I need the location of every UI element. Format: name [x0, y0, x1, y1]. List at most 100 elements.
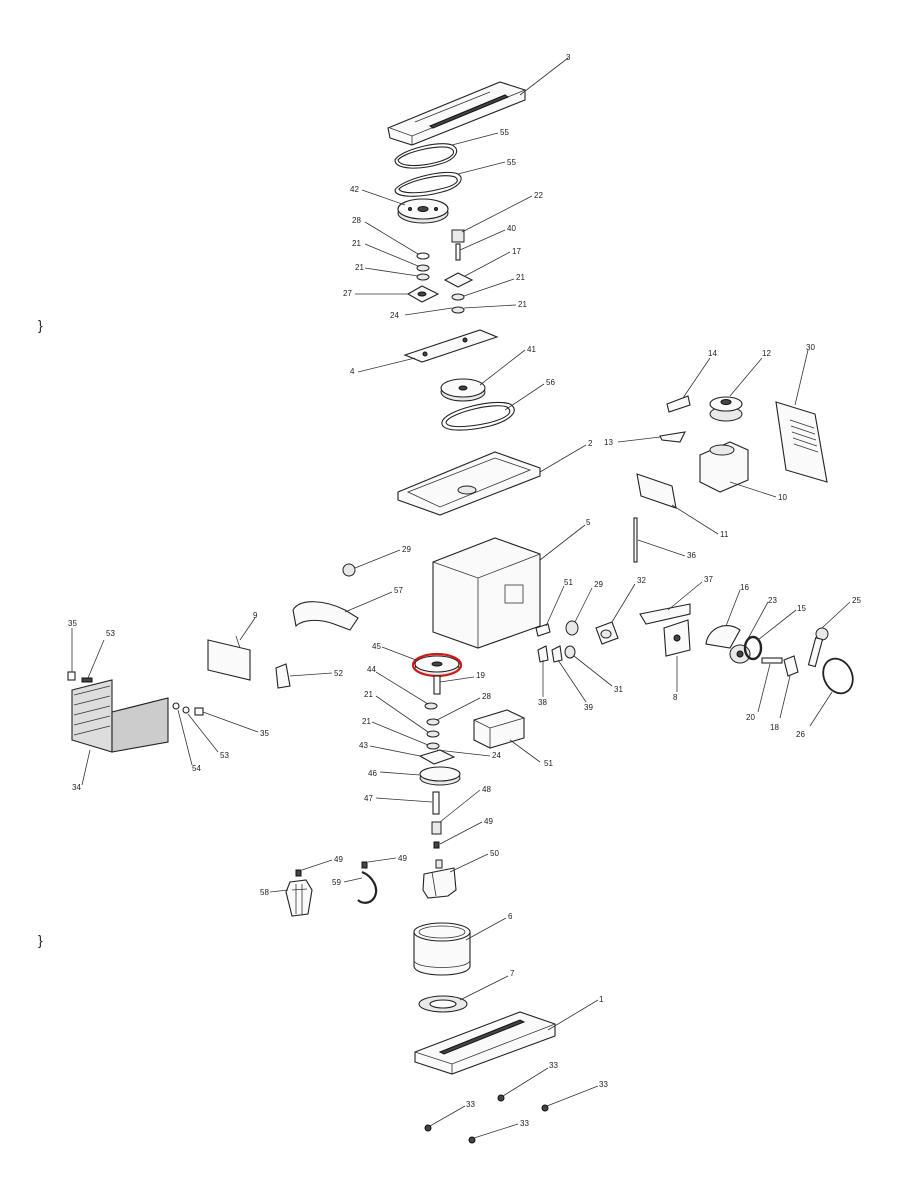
leader-21f	[371, 721, 429, 746]
leader-3	[519, 57, 569, 96]
part-35-screw-left	[67, 671, 76, 681]
part-49-screw-mid	[361, 861, 368, 869]
leader-58	[269, 889, 289, 893]
leader-49b	[301, 859, 333, 871]
part-36-rod	[633, 517, 638, 563]
label-21c: 21	[516, 273, 525, 282]
leader-15	[757, 609, 797, 641]
label-14: 14	[708, 349, 717, 358]
leader-30	[794, 349, 809, 406]
label-21f: 21	[362, 717, 371, 726]
leader-57	[344, 591, 393, 613]
leader-11	[671, 504, 719, 535]
part-38-switch	[537, 645, 549, 663]
leader-47	[375, 797, 433, 803]
label-50: 50	[490, 849, 499, 858]
part-16-dome	[705, 625, 741, 649]
part-labels: 3 55 55 42 22 28 40 21 17 21 21 27 21 24…	[68, 53, 861, 1128]
label-33d: 33	[520, 1119, 529, 1128]
label-4: 4	[350, 367, 355, 376]
label-39: 39	[584, 703, 593, 712]
part-18-block	[783, 655, 799, 677]
label-30: 30	[806, 343, 815, 352]
label-38: 38	[538, 698, 547, 707]
label-10: 10	[778, 493, 787, 502]
label-46: 46	[368, 769, 377, 778]
label-21d: 21	[518, 300, 527, 309]
part-3-top-cover	[387, 81, 526, 146]
leader-19	[439, 676, 475, 683]
margin-mark-top: }	[38, 317, 43, 333]
part-5-housing	[432, 537, 541, 649]
label-55b: 55	[507, 158, 516, 167]
leader-33c	[429, 1105, 466, 1127]
leader-12	[729, 357, 763, 397]
part-8-plate	[663, 619, 691, 657]
leader-33d	[473, 1123, 519, 1139]
part-14-bracket	[666, 395, 691, 413]
part-57-strap	[292, 601, 359, 631]
leader-24a	[404, 307, 453, 316]
leader-37	[667, 581, 703, 611]
label-2: 2	[588, 439, 593, 448]
part-1-base	[414, 1011, 556, 1075]
leader-36	[637, 539, 686, 557]
leader-26	[809, 691, 833, 727]
part-46-pulley	[419, 766, 461, 786]
part-6-bowl	[413, 922, 471, 976]
label-9: 9	[253, 611, 258, 620]
label-29a: 29	[402, 545, 411, 554]
leader-53b	[187, 713, 219, 753]
label-32: 32	[637, 576, 646, 585]
leader-33a	[502, 1067, 549, 1097]
label-8: 8	[673, 693, 678, 702]
leader-21d	[463, 304, 517, 309]
leader-1	[547, 999, 599, 1031]
part-41-pulley	[440, 378, 486, 402]
leader-32	[611, 583, 636, 623]
part-58-cup	[285, 879, 313, 917]
leader-50	[449, 853, 489, 873]
label-41: 41	[527, 345, 536, 354]
leader-35b	[202, 711, 259, 733]
part-45-pulley	[414, 655, 460, 677]
leader-25	[821, 601, 851, 629]
part-32-switch-module	[595, 621, 619, 645]
part-28-21-stack-left	[406, 252, 440, 303]
margin-mark-bottom: }	[38, 932, 43, 948]
label-21b: 21	[355, 263, 364, 272]
leader-40	[459, 229, 506, 251]
part-20-shaft	[761, 657, 783, 664]
label-34: 34	[72, 783, 81, 792]
label-47: 47	[364, 794, 373, 803]
leader-24b	[436, 749, 491, 757]
label-49b: 49	[334, 855, 343, 864]
label-42: 42	[350, 185, 359, 194]
leader-29b	[574, 587, 593, 623]
label-35b: 35	[260, 729, 269, 738]
leader-53a	[87, 639, 105, 679]
part-54-53-35-fasteners	[172, 702, 204, 716]
part-51-box	[473, 709, 525, 749]
label-13: 13	[604, 438, 613, 447]
label-52: 52	[334, 669, 343, 678]
label-21e: 21	[364, 690, 373, 699]
label-37: 37	[704, 575, 713, 584]
leader-45	[381, 646, 417, 661]
label-20: 20	[746, 713, 755, 722]
part-37-bracket	[639, 603, 691, 625]
label-28: 28	[352, 216, 361, 225]
part-10-motor	[699, 441, 749, 493]
leader-21c	[463, 278, 515, 297]
label-45: 45	[372, 642, 381, 651]
leader-51b	[509, 739, 541, 763]
part-26-gasket	[822, 657, 854, 695]
part-19-44-center-stack	[418, 675, 456, 765]
label-53b: 53	[220, 751, 229, 760]
label-33a: 33	[549, 1061, 558, 1070]
part-13-clip	[659, 431, 686, 443]
label-40: 40	[507, 224, 516, 233]
part-48-coupler	[431, 821, 442, 835]
leader-18	[779, 675, 791, 719]
